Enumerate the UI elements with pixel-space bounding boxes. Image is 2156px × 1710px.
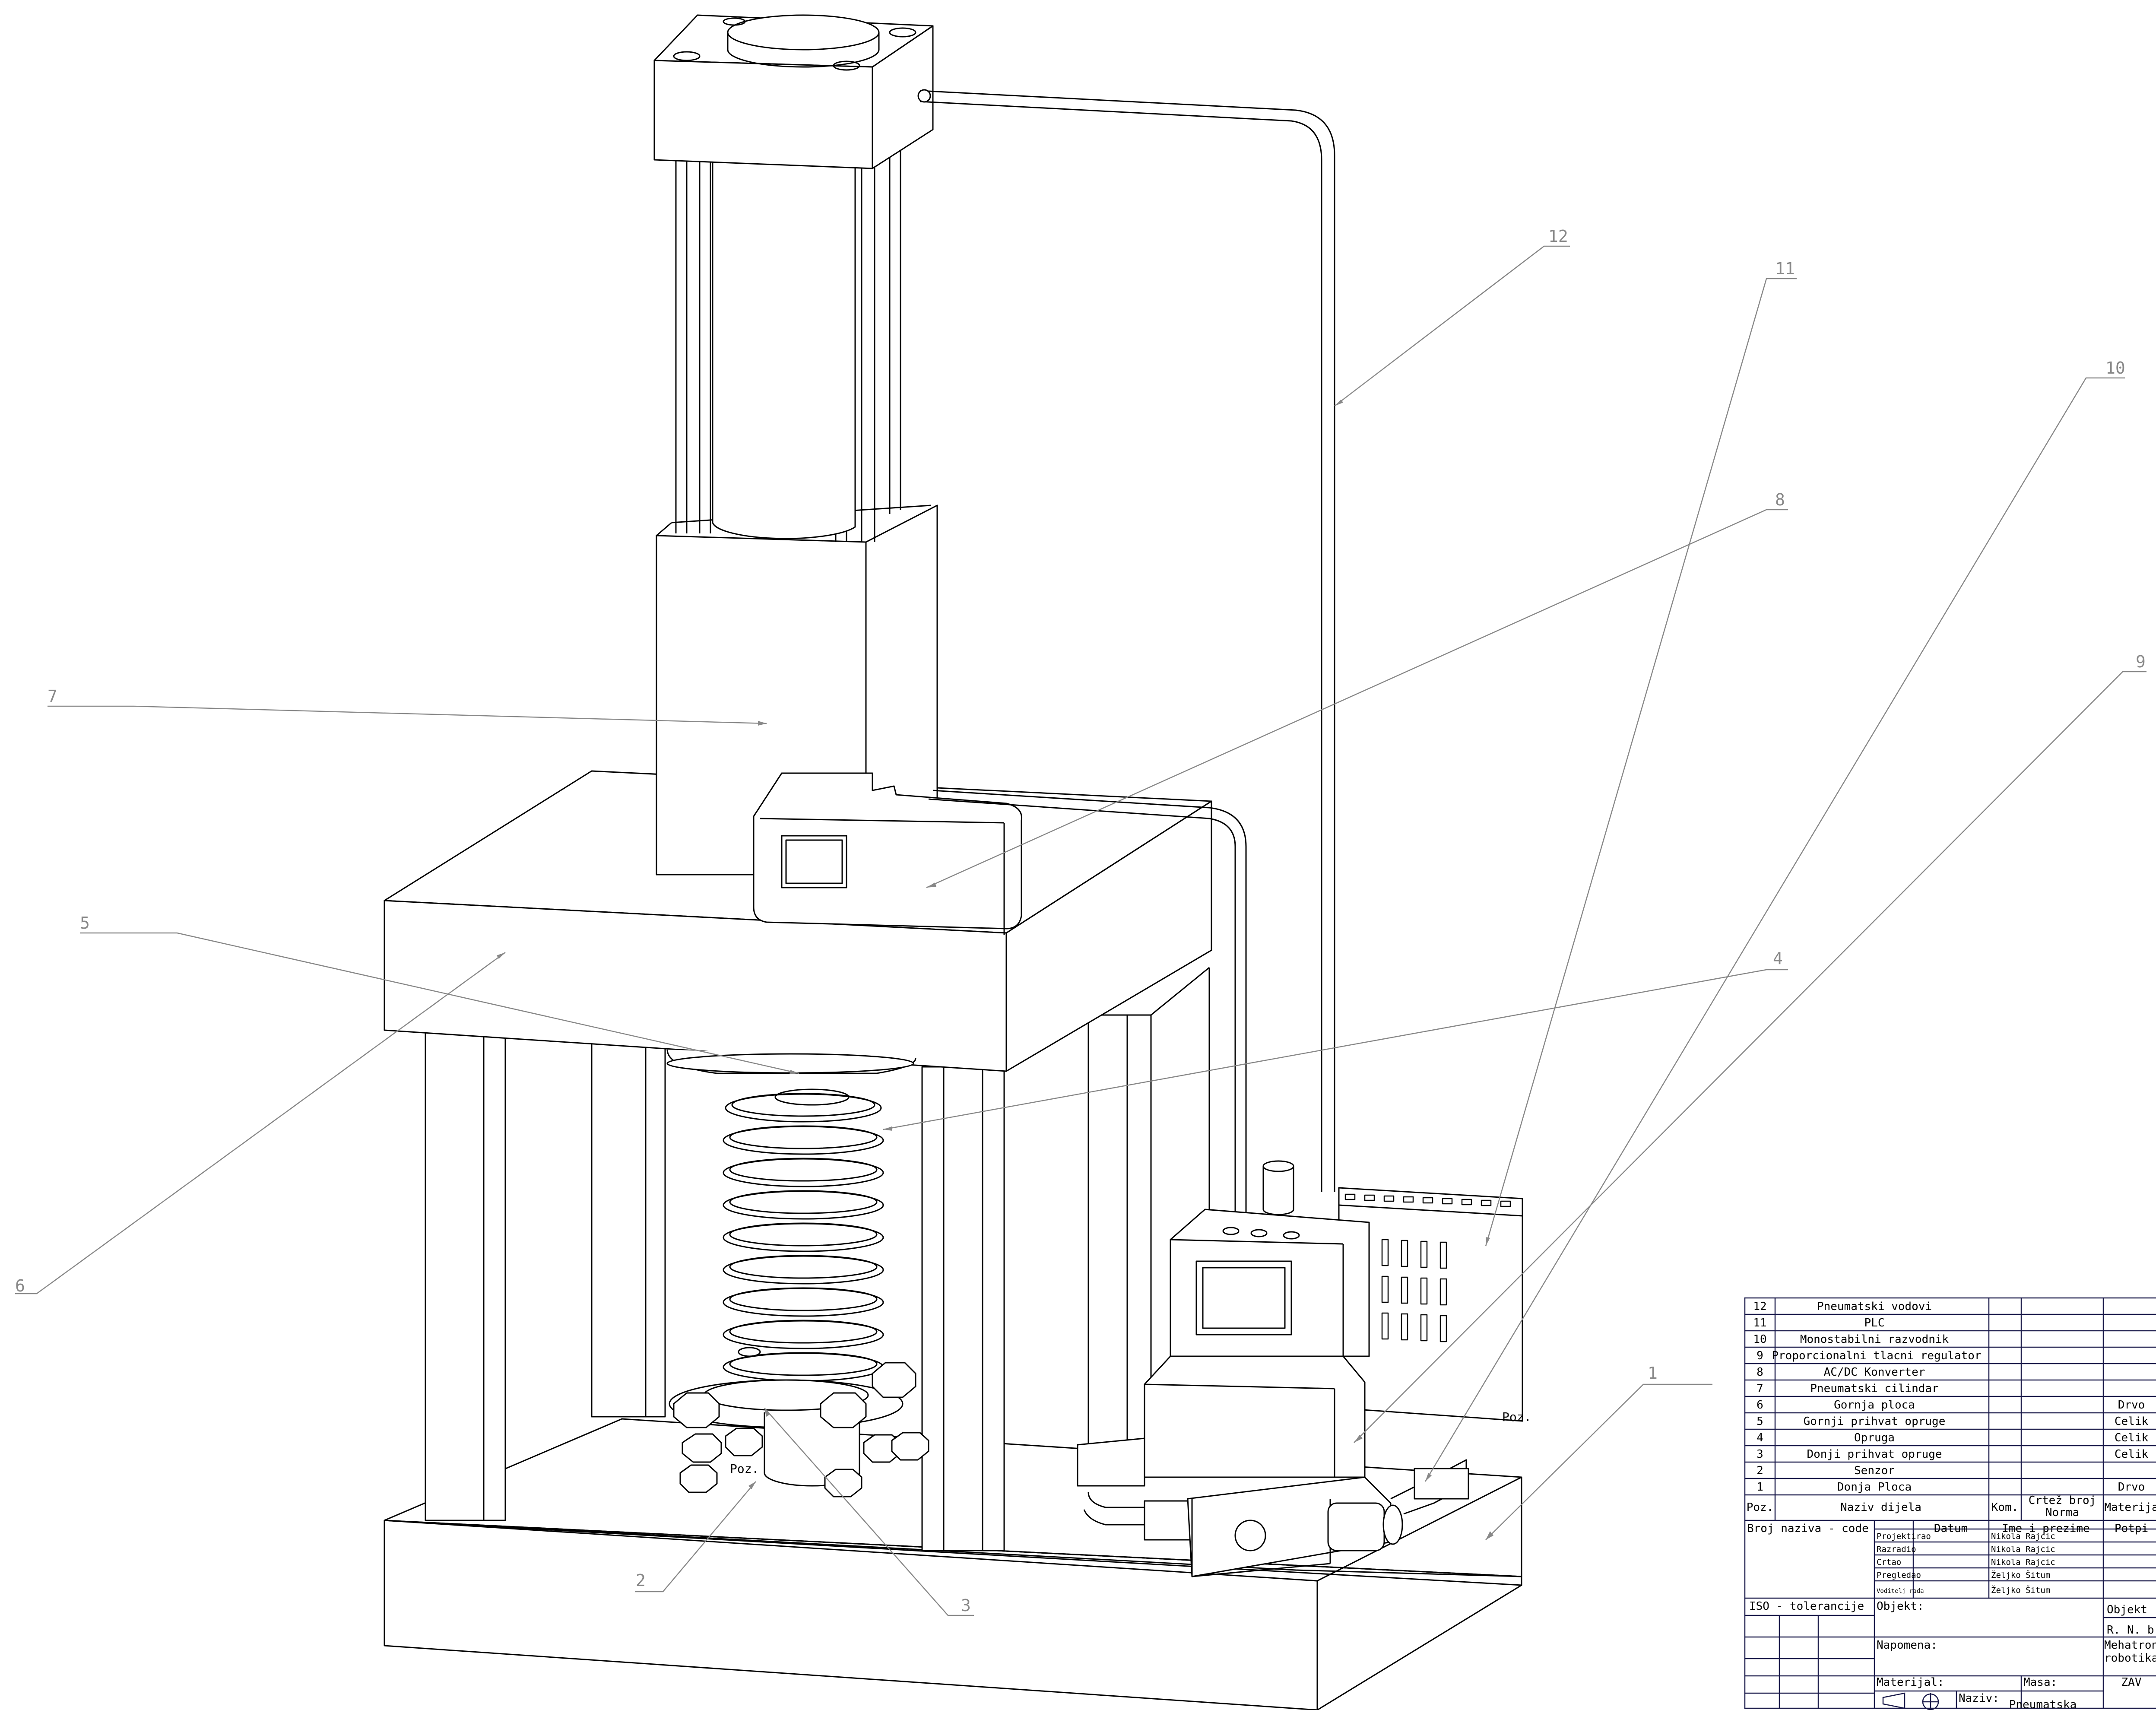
directional-valve — [1077, 1437, 1469, 1577]
rn-label: R. N. b — [2107, 1624, 2154, 1637]
institution-line2: robotika — [2104, 1652, 2156, 1665]
header-name: Naziv dijela — [1840, 1501, 1921, 1514]
row-name: Donji prihvat opruge — [1807, 1448, 1942, 1461]
row-pos: 5 — [1757, 1415, 1763, 1428]
objekt-label: Objekt: — [1877, 1600, 1924, 1613]
callout-4: 4 — [1773, 949, 1783, 968]
callout-6: 6 — [15, 1276, 25, 1295]
row-material: Celik — [2115, 1448, 2149, 1461]
spring-assembly — [666, 1049, 929, 1497]
plc — [1338, 1187, 1523, 1422]
row-pos: 12 — [1753, 1300, 1766, 1313]
role-person: Nikola Rajcic — [1991, 1545, 2055, 1554]
header-pos: Poz. — [1747, 1501, 1774, 1514]
row-pos: 11 — [1753, 1317, 1766, 1329]
role-label: Pregledao — [1877, 1570, 1921, 1580]
row-name: Pneumatski cilindar — [1810, 1382, 1938, 1395]
callout-10: 10 — [2105, 358, 2125, 378]
potpis-label: Potpi — [2115, 1522, 2148, 1535]
title-block: Broj naziva - code Datum Ime i prezime P… — [1747, 1522, 2156, 1710]
parts-list: 12 Pneumatski vodovi 11 PLC 10 Monostabi… — [1744, 1297, 2156, 1710]
header-norma: Norma — [2045, 1506, 2079, 1519]
callout-5: 5 — [80, 914, 90, 933]
callout-7: 7 — [48, 687, 57, 706]
callout-3: 3 — [961, 1596, 971, 1615]
support-columns — [425, 967, 1210, 1551]
row-name: Gornja ploca — [1834, 1399, 1915, 1412]
row-name: AC/DC Konverter — [1824, 1366, 1925, 1379]
naziv-value: Pneumatska — [2009, 1698, 2077, 1710]
datum-label: Datum — [1934, 1522, 1968, 1535]
role-person: Željko Šitum — [1991, 1585, 2050, 1595]
row-material: Drvo — [2118, 1399, 2145, 1412]
callout-1: 1 — [1648, 1364, 1658, 1383]
row-pos: 8 — [1757, 1366, 1763, 1379]
masa-label: Masa: — [2023, 1676, 2057, 1689]
row-name: Senzor — [1854, 1464, 1895, 1477]
materijal-label: Materijal: — [1877, 1676, 1944, 1689]
row-name: Opruga — [1854, 1431, 1895, 1444]
callout-12: 12 — [1548, 227, 1568, 246]
row-pos: 10 — [1753, 1333, 1766, 1346]
row-name: Proporcionalni tlacni regulator — [1772, 1349, 1981, 1362]
parts-header: Poz. Naziv dijela Kom. Crtež broj Norma … — [1747, 1494, 2156, 1519]
pneumatic-cylinder — [653, 14, 938, 876]
role-label: Crtao — [1877, 1558, 1901, 1567]
ac-dc-converter — [753, 772, 1247, 1227]
objekt-right: Objekt — [2107, 1603, 2147, 1616]
role-label: Projektirao — [1877, 1532, 1931, 1541]
row-name: Gornji prihvat opruge — [1804, 1415, 1946, 1428]
role-person: Željko Šitum — [1991, 1570, 2050, 1580]
header-drawing-no: Crtež broj — [2029, 1494, 2096, 1507]
poz-label-sensor: Poz. — [730, 1462, 759, 1476]
row-pos: 3 — [1757, 1448, 1763, 1461]
header-material: Materija — [2104, 1501, 2156, 1514]
row-name: Pneumatski vodovi — [1817, 1300, 1932, 1313]
row-pos: 9 — [1757, 1349, 1763, 1362]
row-name: Monostabilni razvodnik — [1800, 1333, 1949, 1346]
ime-label: Ime i prezime — [2002, 1522, 2090, 1535]
role-label: Voditelj rada — [1877, 1588, 1924, 1595]
naziv-label: Naziv: — [1959, 1692, 1999, 1705]
header-qty: Kom. — [1991, 1501, 2019, 1514]
pressure-regulator — [1144, 1160, 1370, 1478]
callout-8: 8 — [1775, 490, 1785, 509]
row-name: PLC — [1864, 1317, 1885, 1329]
row-pos: 6 — [1757, 1399, 1763, 1412]
row-pos: 4 — [1757, 1431, 1763, 1444]
row-material: Celik — [2115, 1431, 2149, 1444]
zav-label: ZAV — [2121, 1676, 2142, 1689]
row-pos: 1 — [1757, 1481, 1763, 1494]
code-label: Broj naziva - code — [1747, 1522, 1869, 1535]
role-person: Nikola Rajcic — [1991, 1532, 2055, 1541]
row-name: Donja Ploca — [1837, 1481, 1912, 1494]
pneumatic-hose — [917, 89, 1335, 1192]
parts-rows: 12 Pneumatski vodovi 11 PLC 10 Monostabi… — [1753, 1300, 2148, 1494]
callout-2: 2 — [636, 1571, 646, 1590]
row-pos: 2 — [1757, 1464, 1763, 1477]
role-person: Nikola Rajcic — [1991, 1558, 2055, 1567]
napomena-label: Napomena: — [1877, 1639, 1937, 1652]
leader-lines — [15, 245, 2146, 1616]
institution-line1: Mehatron — [2104, 1639, 2156, 1652]
role-label: Razradio — [1877, 1545, 1916, 1554]
row-material: Drvo — [2118, 1481, 2145, 1494]
poz-label-regulator: Poz. — [1502, 1410, 1531, 1424]
iso-label: ISO - tolerancije — [1749, 1600, 1864, 1613]
row-material: Celik — [2115, 1415, 2149, 1428]
callout-9: 9 — [2136, 652, 2146, 671]
callout-numbers: 1 2 3 4 5 6 7 8 9 10 11 12 — [15, 227, 2146, 1615]
callout-11: 11 — [1775, 259, 1795, 278]
row-pos: 7 — [1757, 1382, 1763, 1395]
